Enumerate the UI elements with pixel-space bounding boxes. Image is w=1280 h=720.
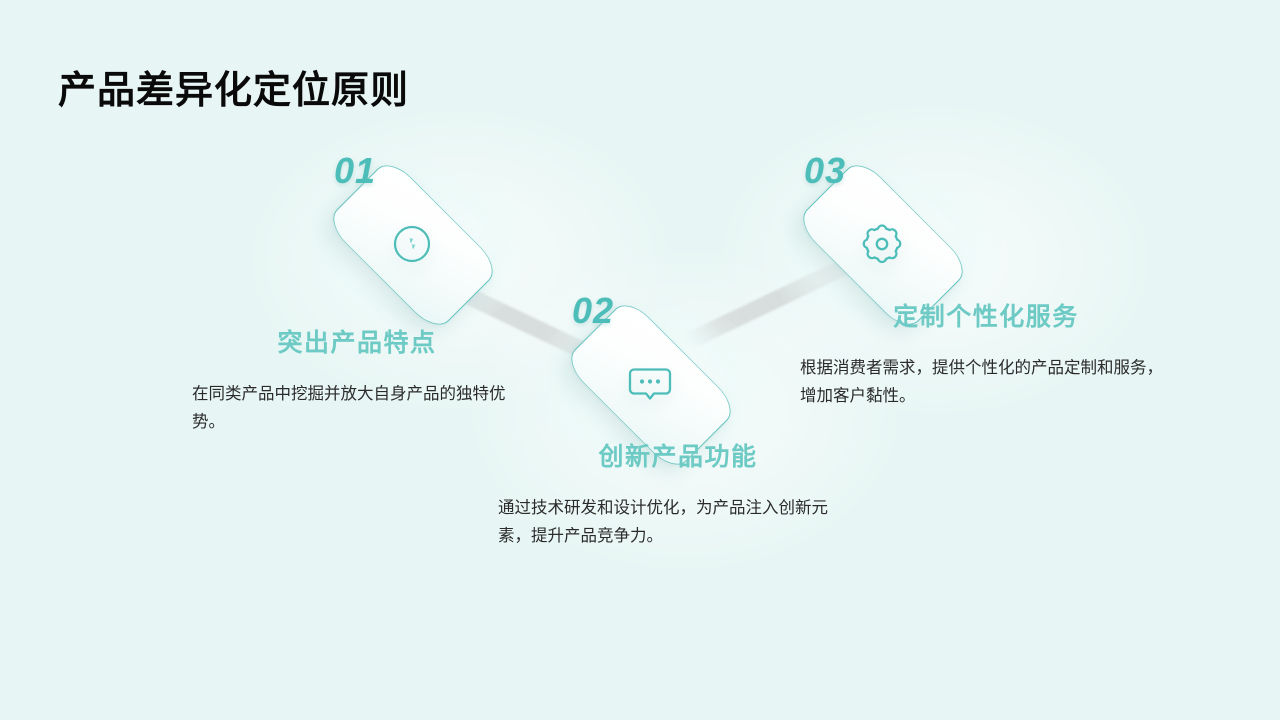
block-body: 通过技术研发和设计优化，为产品注入创新元素，提升产品竞争力。: [498, 498, 828, 546]
text-block-1: 突出产品特点 在同类产品中挖掘并放大自身产品的独特优势。: [192, 328, 522, 437]
node-number: 01: [334, 150, 377, 191]
block-heading: 定制个性化服务: [893, 303, 1079, 331]
step-node-1[interactable]: 01: [292, 150, 532, 338]
step-node-2[interactable]: 02: [530, 290, 770, 478]
node-number: 03: [804, 150, 847, 191]
step-node-3[interactable]: 03: [762, 150, 1002, 338]
discount-tag-icon: [334, 166, 490, 322]
chat-bubble-icon: [572, 306, 728, 462]
gear-icon: [804, 166, 960, 322]
text-block-3: 定制个性化服务 根据消费者需求，提供个性化的产品定制和服务，增加客户黏性。: [800, 302, 1172, 411]
block-body: 根据消费者需求，提供个性化的产品定制和服务，增加客户黏性。: [800, 358, 1163, 406]
page-title: 产品差异化定位原则: [58, 70, 410, 113]
text-block-2: 创新产品功能 通过技术研发和设计优化，为产品注入创新元素，提升产品竞争力。: [498, 442, 858, 551]
node-number: 02: [572, 290, 615, 331]
block-heading: 突出产品特点: [277, 329, 437, 357]
block-body: 在同类产品中挖掘并放大自身产品的独特优势。: [192, 384, 506, 432]
block-heading: 创新产品功能: [598, 443, 758, 471]
